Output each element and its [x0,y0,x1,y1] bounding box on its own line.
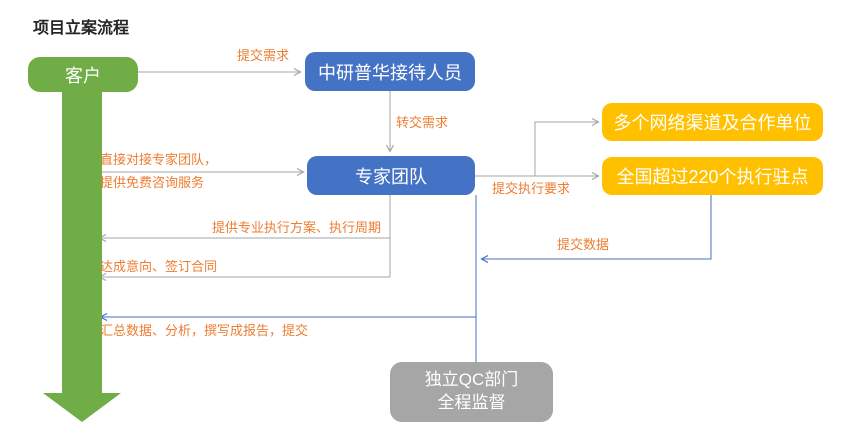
node-customer: 客户 [28,57,138,92]
edge-label-sign-contract: 达成意向、签订合同 [100,259,218,274]
edge-label-direct-contact-line2: 提供免费咨询服务 [100,175,205,190]
node-network-channels: 多个网络渠道及合作单位 [602,103,823,141]
edge-label-submit-data: 提交数据 [557,237,610,252]
node-customer-label: 客户 [65,65,101,86]
node-expert-team-label: 专家团队 [355,166,427,187]
edge-label-submit-exec-request: 提交执行要求 [492,181,571,196]
node-qc-department: 独立QC部门 全程监督 [390,362,553,422]
node-expert-team: 专家团队 [307,156,475,195]
node-reception-label: 中研普华接待人员 [318,62,462,83]
edge-label-direct-contact-line1: 直接对接专家团队， [100,152,218,167]
page-title: 项目立案流程 [33,20,130,37]
edge-label-submit-demand: 提交需求 [237,48,290,63]
node-qc-label-line2: 全程监督 [437,393,506,412]
edge-expert-to-channels [534,117,600,176]
edge-outposts-submit-data [480,195,712,264]
customer-timeline-arrowhead-icon [43,393,121,422]
node-network-channels-label: 多个网络渠道及合作单位 [613,113,812,133]
edge-label-summarize-report: 汇总数据、分析，撰写成报告，提交 [100,323,309,338]
node-qc-label-line1: 独立QC部门 [424,370,519,390]
edge-label-transfer-demand: 转交需求 [396,115,449,130]
edge-label-provide-plan: 提供专业执行方案、执行周期 [212,220,382,235]
node-execution-outposts-label: 全国超过220个执行驻点 [616,167,809,187]
node-execution-outposts: 全国超过220个执行驻点 [602,157,823,195]
node-reception-staff: 中研普华接待人员 [305,52,475,91]
customer-timeline-shaft [62,88,102,393]
